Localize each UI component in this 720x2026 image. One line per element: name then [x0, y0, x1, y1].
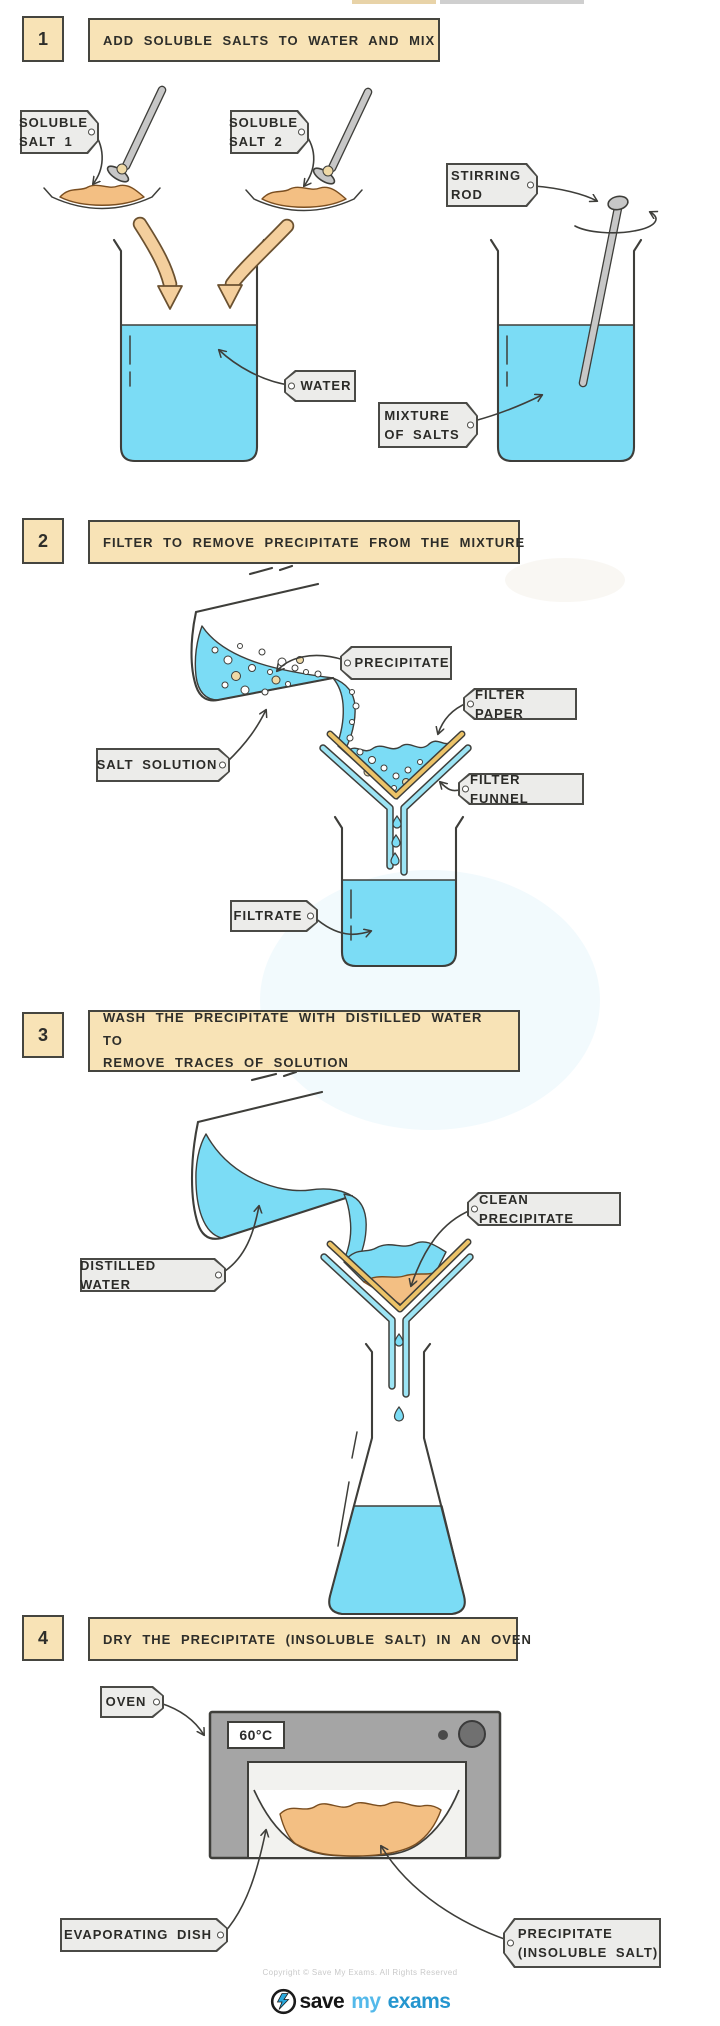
- step-number-1: 1: [22, 16, 64, 62]
- step-number-4: 4: [22, 1615, 64, 1661]
- tag-hole: [217, 1931, 224, 1939]
- conical-flask-icon: [328, 1342, 466, 1616]
- watermark: [505, 558, 625, 602]
- logo-word-my: my: [351, 1989, 381, 2013]
- filtrate-liquid: [341, 879, 457, 967]
- step-title: FILTER TO REMOVE PRECIPITATE FROM THE MI…: [103, 534, 526, 550]
- step-number-text: 4: [37, 1627, 48, 1648]
- step-banner-1: ADD SOLUBLE SALTS TO WATER AND MIX: [88, 18, 440, 62]
- label-precipitate: PRECIPITATE: [340, 646, 452, 680]
- tag-hole: [288, 382, 295, 390]
- oven-display: [227, 1721, 285, 1749]
- step-title: ADD SOLUBLE SALTS TO WATER AND MIX: [103, 32, 436, 48]
- tag-hole: [307, 912, 314, 920]
- brand-logo: save my exams: [0, 1988, 720, 2015]
- tag-hole: [462, 785, 469, 793]
- oven-knob-large: [458, 1720, 486, 1748]
- pouring-beaker-icon: [190, 1070, 354, 1240]
- step-title: DRY THE PRECIPITATE (INSOLUBLE SALT) IN …: [103, 1631, 532, 1647]
- tag-hole: [344, 659, 351, 667]
- label-filter-funnel: FILTER FUNNEL: [458, 772, 584, 806]
- tag-hole: [153, 1698, 160, 1706]
- rotation-arrow: [574, 212, 656, 234]
- step-number-text: 1: [37, 28, 48, 49]
- top-crop-strip: [352, 0, 436, 4]
- logo-word-exams: exams: [387, 1989, 451, 2013]
- label-mixture-of-salts: MIXTURE OF SALTS: [378, 402, 478, 448]
- funnel-pool: [337, 740, 453, 800]
- label-distilled-water: DISTILLED WATER: [80, 1258, 226, 1292]
- label-soluble-salt-1: SOLUBLE SALT 1: [19, 110, 99, 154]
- tag-hole: [298, 128, 305, 136]
- label-water: WATER: [284, 370, 356, 402]
- step-banner-2: FILTER TO REMOVE PRECIPITATE FROM THE MI…: [88, 520, 524, 564]
- step-number-text: 2: [37, 530, 48, 551]
- filtrate-beaker-icon: [333, 815, 465, 968]
- stirring-rod-icon: [574, 195, 656, 388]
- step-banner-4: DRY THE PRECIPITATE (INSOLUBLE SALT) IN …: [88, 1617, 531, 1661]
- top-crop-strip: [440, 0, 584, 4]
- oven-knob-small: [438, 1730, 448, 1740]
- label-stirring-rod: STIRRING ROD: [446, 163, 538, 207]
- lightning-icon: [270, 1988, 296, 2015]
- step-number-text: 3: [37, 1024, 48, 1045]
- scene-3-washing: [190, 1070, 474, 1616]
- dried-precipitate-blob: [279, 1801, 442, 1857]
- step-title: WASH THE PRECIPITATE WITH DISTILLED WATE…: [103, 1009, 483, 1071]
- distilled-water-liquid: [195, 1133, 353, 1239]
- pour-arrow: [132, 216, 183, 310]
- scene-1-mixing: [43, 90, 656, 463]
- tag-hole: [507, 1939, 514, 1947]
- scene-4-drying: 60°C: [159, 1702, 508, 1941]
- oven-temperature: 60°C: [239, 1727, 272, 1743]
- label-precipitate-insoluble-salt: PRECIPITATE (INSOLUBLE SALT): [503, 1918, 661, 1968]
- label-soluble-salt-2: SOLUBLE SALT 2: [229, 110, 309, 154]
- logo-word-save: save: [299, 1989, 345, 2013]
- step-number-3: 3: [22, 1012, 64, 1058]
- step-number-2: 2: [22, 518, 64, 564]
- label-clean-precipitate: CLEAN PRECIPITATE: [467, 1192, 621, 1226]
- label-filter-paper: FILTER PAPER: [463, 687, 577, 721]
- tag-hole: [215, 1271, 222, 1279]
- tag-hole: [471, 1205, 478, 1213]
- copyright-text: Copyright © Save My Exams. All Rights Re…: [262, 1968, 458, 1977]
- scene-2-filtering: [190, 564, 472, 968]
- step-banner-3: WASH THE PRECIPITATE WITH DISTILLED WATE…: [88, 1010, 520, 1072]
- tag-hole: [467, 700, 474, 708]
- label-filtrate: FILTRATE: [230, 900, 318, 932]
- label-evaporating-dish: EVAPORATING DISH: [60, 1918, 228, 1952]
- pour-arrow: [217, 218, 295, 309]
- tag-hole: [88, 128, 95, 136]
- tag-hole: [467, 421, 474, 429]
- label-oven: OVEN: [100, 1686, 164, 1718]
- tag-hole: [527, 181, 534, 189]
- label-salt-solution: SALT SOLUTION: [96, 748, 230, 782]
- pouring-beaker-icon: [190, 564, 335, 702]
- tag-hole: [219, 761, 226, 769]
